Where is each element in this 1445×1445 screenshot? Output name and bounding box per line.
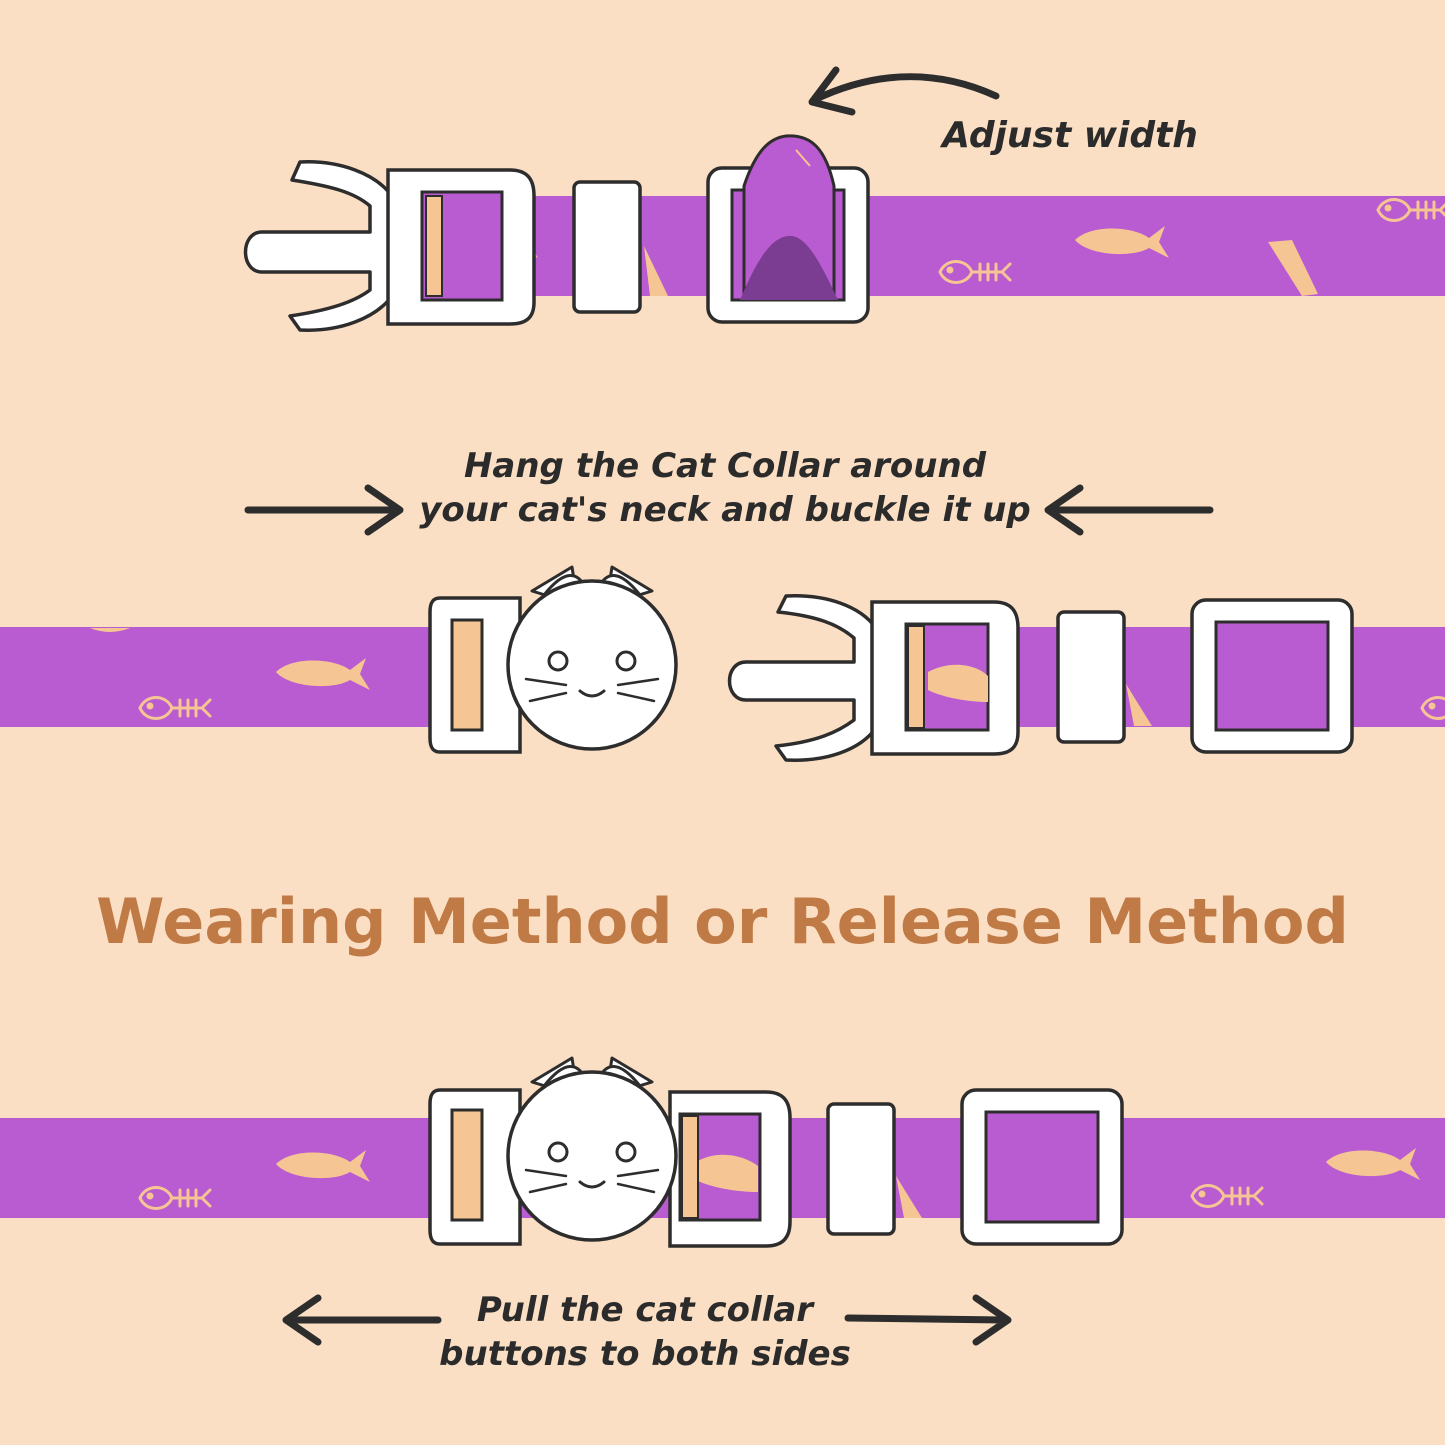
arrow-left-icon <box>810 73 1000 104</box>
fish-icon <box>1268 240 1318 296</box>
fish-icon <box>644 246 668 296</box>
slide-buckle-middle <box>1190 598 1354 754</box>
keeper-loop-middle <box>1056 610 1126 744</box>
arrow-right-icon <box>244 484 404 536</box>
connected-buckle-bottom <box>428 1056 792 1248</box>
arrow-left-icon <box>808 66 856 116</box>
arrow-left-icon <box>1044 484 1214 536</box>
collar-bottom <box>0 1056 1445 1346</box>
strap-middle-left <box>0 627 470 727</box>
page-title: Wearing Method or Release Method <box>96 885 1349 958</box>
release-caption-line2: buttons to both sides <box>439 1334 851 1374</box>
slide-buckle-top <box>706 134 870 324</box>
slide-buckle-bottom <box>960 1088 1124 1246</box>
keeper-loop-bottom <box>826 1102 896 1236</box>
hang-collar-caption-line2: your cat's neck and buckle it up <box>419 490 1031 530</box>
collar-top <box>243 66 1445 332</box>
adjust-width-caption: Adjust width <box>942 115 1198 156</box>
male-clip-middle <box>727 594 1020 762</box>
male-clip-top <box>243 160 536 332</box>
female-clip-middle <box>428 565 678 754</box>
arrow-right-icon <box>844 1294 1012 1346</box>
release-caption-line1: Pull the cat collar <box>476 1290 814 1330</box>
keeper-loop-top <box>572 180 642 314</box>
arrow-left-icon <box>282 1294 442 1346</box>
hang-collar-caption-line1: Hang the Cat Collar around <box>463 446 987 486</box>
collar-middle <box>0 484 1445 762</box>
